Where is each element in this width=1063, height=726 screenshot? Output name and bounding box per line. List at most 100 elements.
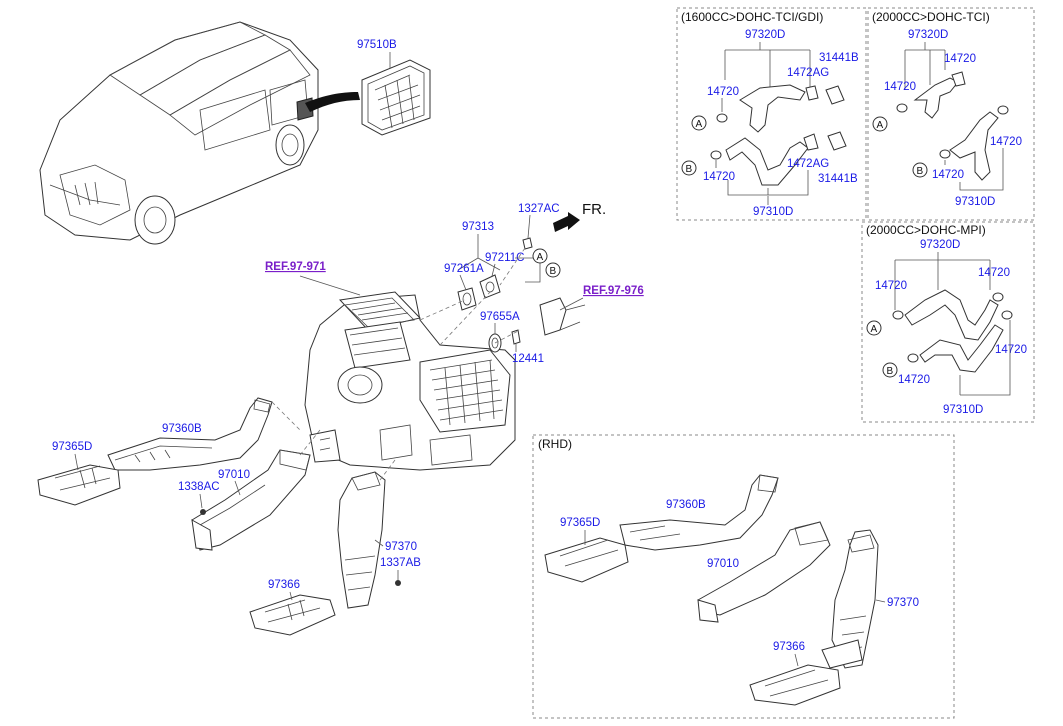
panel-2000cc-tci-title: (2000CC>DOHC-TCI) <box>872 10 990 24</box>
label-12441: 12441 <box>512 353 544 365</box>
rhd-label-97366: 97366 <box>773 641 805 653</box>
panel-2000cc-tci <box>867 7 1035 221</box>
heater-pipe-connector <box>539 297 586 336</box>
b2-clamp-bottom <box>939 149 951 159</box>
label-97510B: 97510B <box>357 39 397 51</box>
panel-2000cc-mpi-title: (2000CC>DOHC-MPI) <box>866 223 986 237</box>
b2-circle-b <box>912 162 928 178</box>
b2-label-14720-b: 14720 <box>932 169 964 181</box>
b3-clamp-top-left <box>892 310 904 320</box>
ref-97-976[interactable]: REF.97-976 <box>583 285 644 297</box>
label-97010: 97010 <box>218 469 250 481</box>
svg-text:A: A <box>871 324 878 335</box>
seal-97261A <box>457 287 477 311</box>
nut-1327AC <box>522 237 533 250</box>
duct-97366 <box>249 594 336 636</box>
b3-circle-a <box>866 320 882 336</box>
label-97211C: 97211C <box>485 252 524 264</box>
label-97360B: 97360B <box>162 423 202 435</box>
b2-label-14720-l: 14720 <box>884 81 916 93</box>
svg-text:B: B <box>686 164 693 175</box>
svg-text:B: B <box>917 166 924 177</box>
b1-label-31441B-bottom: 31441B <box>818 173 858 185</box>
svg-text:B: B <box>887 366 894 377</box>
rhd-label-97370: 97370 <box>887 597 919 609</box>
label-1338AC: 1338AC <box>178 481 220 493</box>
rhd-duct-97360B <box>619 474 779 551</box>
b3-hose-97320D <box>904 289 999 341</box>
svg-text:A: A <box>537 252 544 263</box>
b1-clamp-14720-bottom <box>710 150 722 160</box>
b2-label-14720-tr: 14720 <box>944 53 976 65</box>
rhd-label-97365D: 97365D <box>560 517 600 529</box>
label-97370: 97370 <box>385 541 417 553</box>
duct-97370 <box>337 471 386 609</box>
b2-clamp-top <box>896 103 908 113</box>
panel-1600cc-title: (1600CC>DOHC-TCI/GDI) <box>681 10 823 24</box>
circle-a-main <box>532 248 548 264</box>
cabin-filter-97510B <box>361 59 431 136</box>
b3-label-14720-tr: 14720 <box>978 267 1010 279</box>
label-97365D: 97365D <box>52 441 92 453</box>
b1-label-14720-left: 14720 <box>707 86 739 98</box>
panel-rhd-title: (RHD) <box>538 437 572 451</box>
duct-97360B <box>107 397 273 471</box>
b3-label-14720-r: 14720 <box>995 344 1027 356</box>
b3-clamp-bottom <box>907 353 919 363</box>
svg-text:A: A <box>877 120 884 131</box>
b3-label-97310D: 97310D <box>943 404 983 416</box>
vehicle-illustration <box>39 21 360 245</box>
b1-label-14720-bottom: 14720 <box>703 171 735 183</box>
b2-hose-97320D <box>913 71 966 119</box>
duct-97010 <box>191 449 311 551</box>
b1-circle-a <box>691 115 707 131</box>
b1-clamp-14720-top <box>716 113 728 123</box>
label-97366: 97366 <box>268 579 300 591</box>
rhd-duct-97366 <box>749 639 863 706</box>
label-1337AB: 1337AB <box>380 557 421 569</box>
b1-hose-97320D <box>739 84 845 133</box>
b2-label-14720-r: 14720 <box>990 136 1022 148</box>
front-arrow-icon <box>553 212 580 232</box>
label-97261A: 97261A <box>444 263 484 275</box>
label-1327AC: 1327AC <box>518 203 560 215</box>
rhd-label-97010: 97010 <box>707 558 739 570</box>
b3-circle-b <box>882 362 898 378</box>
rhd-duct-97365D <box>544 537 629 583</box>
label-97313: 97313 <box>462 221 494 233</box>
b3-label-14720-l: 14720 <box>875 280 907 292</box>
b2-clamp-right <box>997 105 1009 115</box>
svg-text:A: A <box>696 119 703 130</box>
front-label: FR. <box>582 201 606 218</box>
panel-2000cc-mpi <box>861 221 1035 423</box>
panel-rhd <box>532 434 955 719</box>
b2-circle-a <box>872 116 888 132</box>
label-97655A: 97655A <box>480 311 520 323</box>
duct-97365D <box>37 464 121 506</box>
hvac-unit <box>304 291 516 471</box>
b2-label-97310D: 97310D <box>955 196 995 208</box>
b2-label-97320D: 97320D <box>908 29 948 41</box>
b1-hose-97310D <box>725 131 847 186</box>
b1-label-31441B-top: 31441B <box>819 52 859 64</box>
svg-text:B: B <box>550 266 557 277</box>
ref-97-971[interactable]: REF.97-971 <box>265 261 326 273</box>
b3-clamp-right <box>1001 310 1013 320</box>
b2-hose-97310D <box>949 111 999 181</box>
b3-hose-97310D <box>919 324 1004 373</box>
b1-label-1472AG-top: 1472AG <box>787 67 829 79</box>
rhd-label-97360B: 97360B <box>666 499 706 511</box>
rhd-duct-97010 <box>697 521 831 623</box>
b3-label-97320D: 97320D <box>920 239 960 251</box>
b1-label-97310D: 97310D <box>753 206 793 218</box>
b1-circle-b <box>681 160 697 176</box>
b3-clamp-top-right <box>992 292 1004 302</box>
circle-b-main <box>545 262 561 278</box>
panel-1600cc <box>676 7 867 221</box>
b1-label-1472AG-bottom: 1472AG <box>787 158 829 170</box>
b3-label-14720-b: 14720 <box>898 374 930 386</box>
b1-label-97320D: 97320D <box>745 29 785 41</box>
seal-97211C <box>479 274 501 299</box>
